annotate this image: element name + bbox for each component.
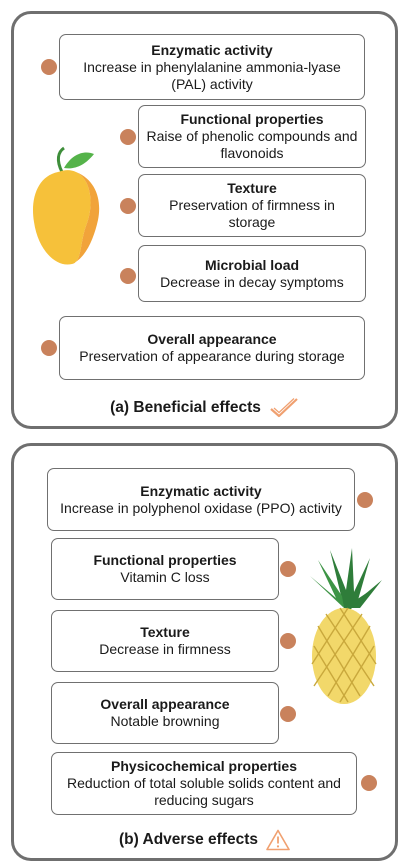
adverse-item-enzymatic-activity: Enzymatic activity Increase in polypheno… (47, 468, 355, 531)
item-description: Increase in polyphenol oxidase (PPO) act… (60, 499, 342, 516)
bullet-dot (120, 198, 136, 214)
adverse-item-functional-properties: Functional properties Vitamin C loss (51, 538, 279, 600)
beneficial-item-texture: Texture Preservation of firmness in stor… (138, 174, 366, 237)
bullet-dot (120, 129, 136, 145)
beneficial-item-microbial-load: Microbial load Decrease in decay symptom… (138, 245, 366, 302)
bullet-dot (361, 775, 377, 791)
item-title: Microbial load (204, 256, 300, 273)
beneficial-item-functional-properties: Functional properties Raise of phenolic … (138, 105, 366, 168)
item-description: Increase in phenylalanine ammonia-lyase … (83, 58, 341, 92)
bullet-dot (41, 59, 57, 75)
item-title: Physicochemical properties (111, 758, 297, 774)
adverse-item-physicochemical-properties: Physicochemical properties Reduction of … (51, 752, 357, 815)
pineapple-icon (310, 548, 382, 704)
bullet-dot (120, 268, 136, 284)
item-description: Decrease in firmness (99, 641, 231, 657)
adverse-item-overall-appearance: Overall appearance Notable browning (51, 682, 279, 744)
beneficial-caption: (a) Beneficial effects (14, 397, 395, 419)
item-description: Vitamin C loss (120, 569, 210, 585)
mango-icon (33, 146, 100, 265)
item-description: Reduction of total soluble solids conten… (67, 775, 341, 808)
item-title: Overall appearance (100, 696, 230, 712)
bullet-dot (357, 492, 373, 508)
beneficial-effects-panel: Enzymatic activity Increase in phenylala… (11, 11, 398, 429)
item-description: Preservation of firmness in storage (169, 197, 335, 230)
item-title: Overall appearance (147, 331, 277, 347)
item-title: Functional properties (93, 552, 237, 568)
beneficial-item-overall-appearance: Overall appearance Preservation of appea… (59, 316, 365, 380)
bullet-dot (280, 561, 296, 577)
adverse-item-texture: Texture Decrease in firmness (51, 610, 279, 672)
item-title: Texture (227, 180, 277, 196)
beneficial-item-enzymatic-activity: Enzymatic activity Increase in phenylala… (59, 34, 365, 100)
bullet-dot (280, 706, 296, 722)
item-description: Preservation of appearance during storag… (79, 348, 345, 364)
adverse-effects-panel: Enzymatic activity Increase in polypheno… (11, 443, 398, 861)
checkmark-icon (270, 398, 298, 418)
item-description: Decrease in decay symptoms (160, 273, 344, 290)
adverse-caption: (b) Adverse effects (14, 829, 395, 851)
item-title: Functional properties (180, 111, 324, 127)
warning-icon (266, 829, 290, 851)
caption-text: (a) Beneficial effects (110, 399, 261, 416)
caption-text: (b) Adverse effects (119, 831, 258, 848)
item-description: Raise of phenolic compounds and flavonoi… (146, 128, 358, 161)
bullet-dot (280, 633, 296, 649)
bullet-dot (41, 340, 57, 356)
item-title: Texture (140, 624, 190, 640)
item-description: Notable browning (110, 713, 220, 729)
item-title: Enzymatic activity (140, 482, 262, 499)
item-title: Enzymatic activity (151, 41, 273, 58)
